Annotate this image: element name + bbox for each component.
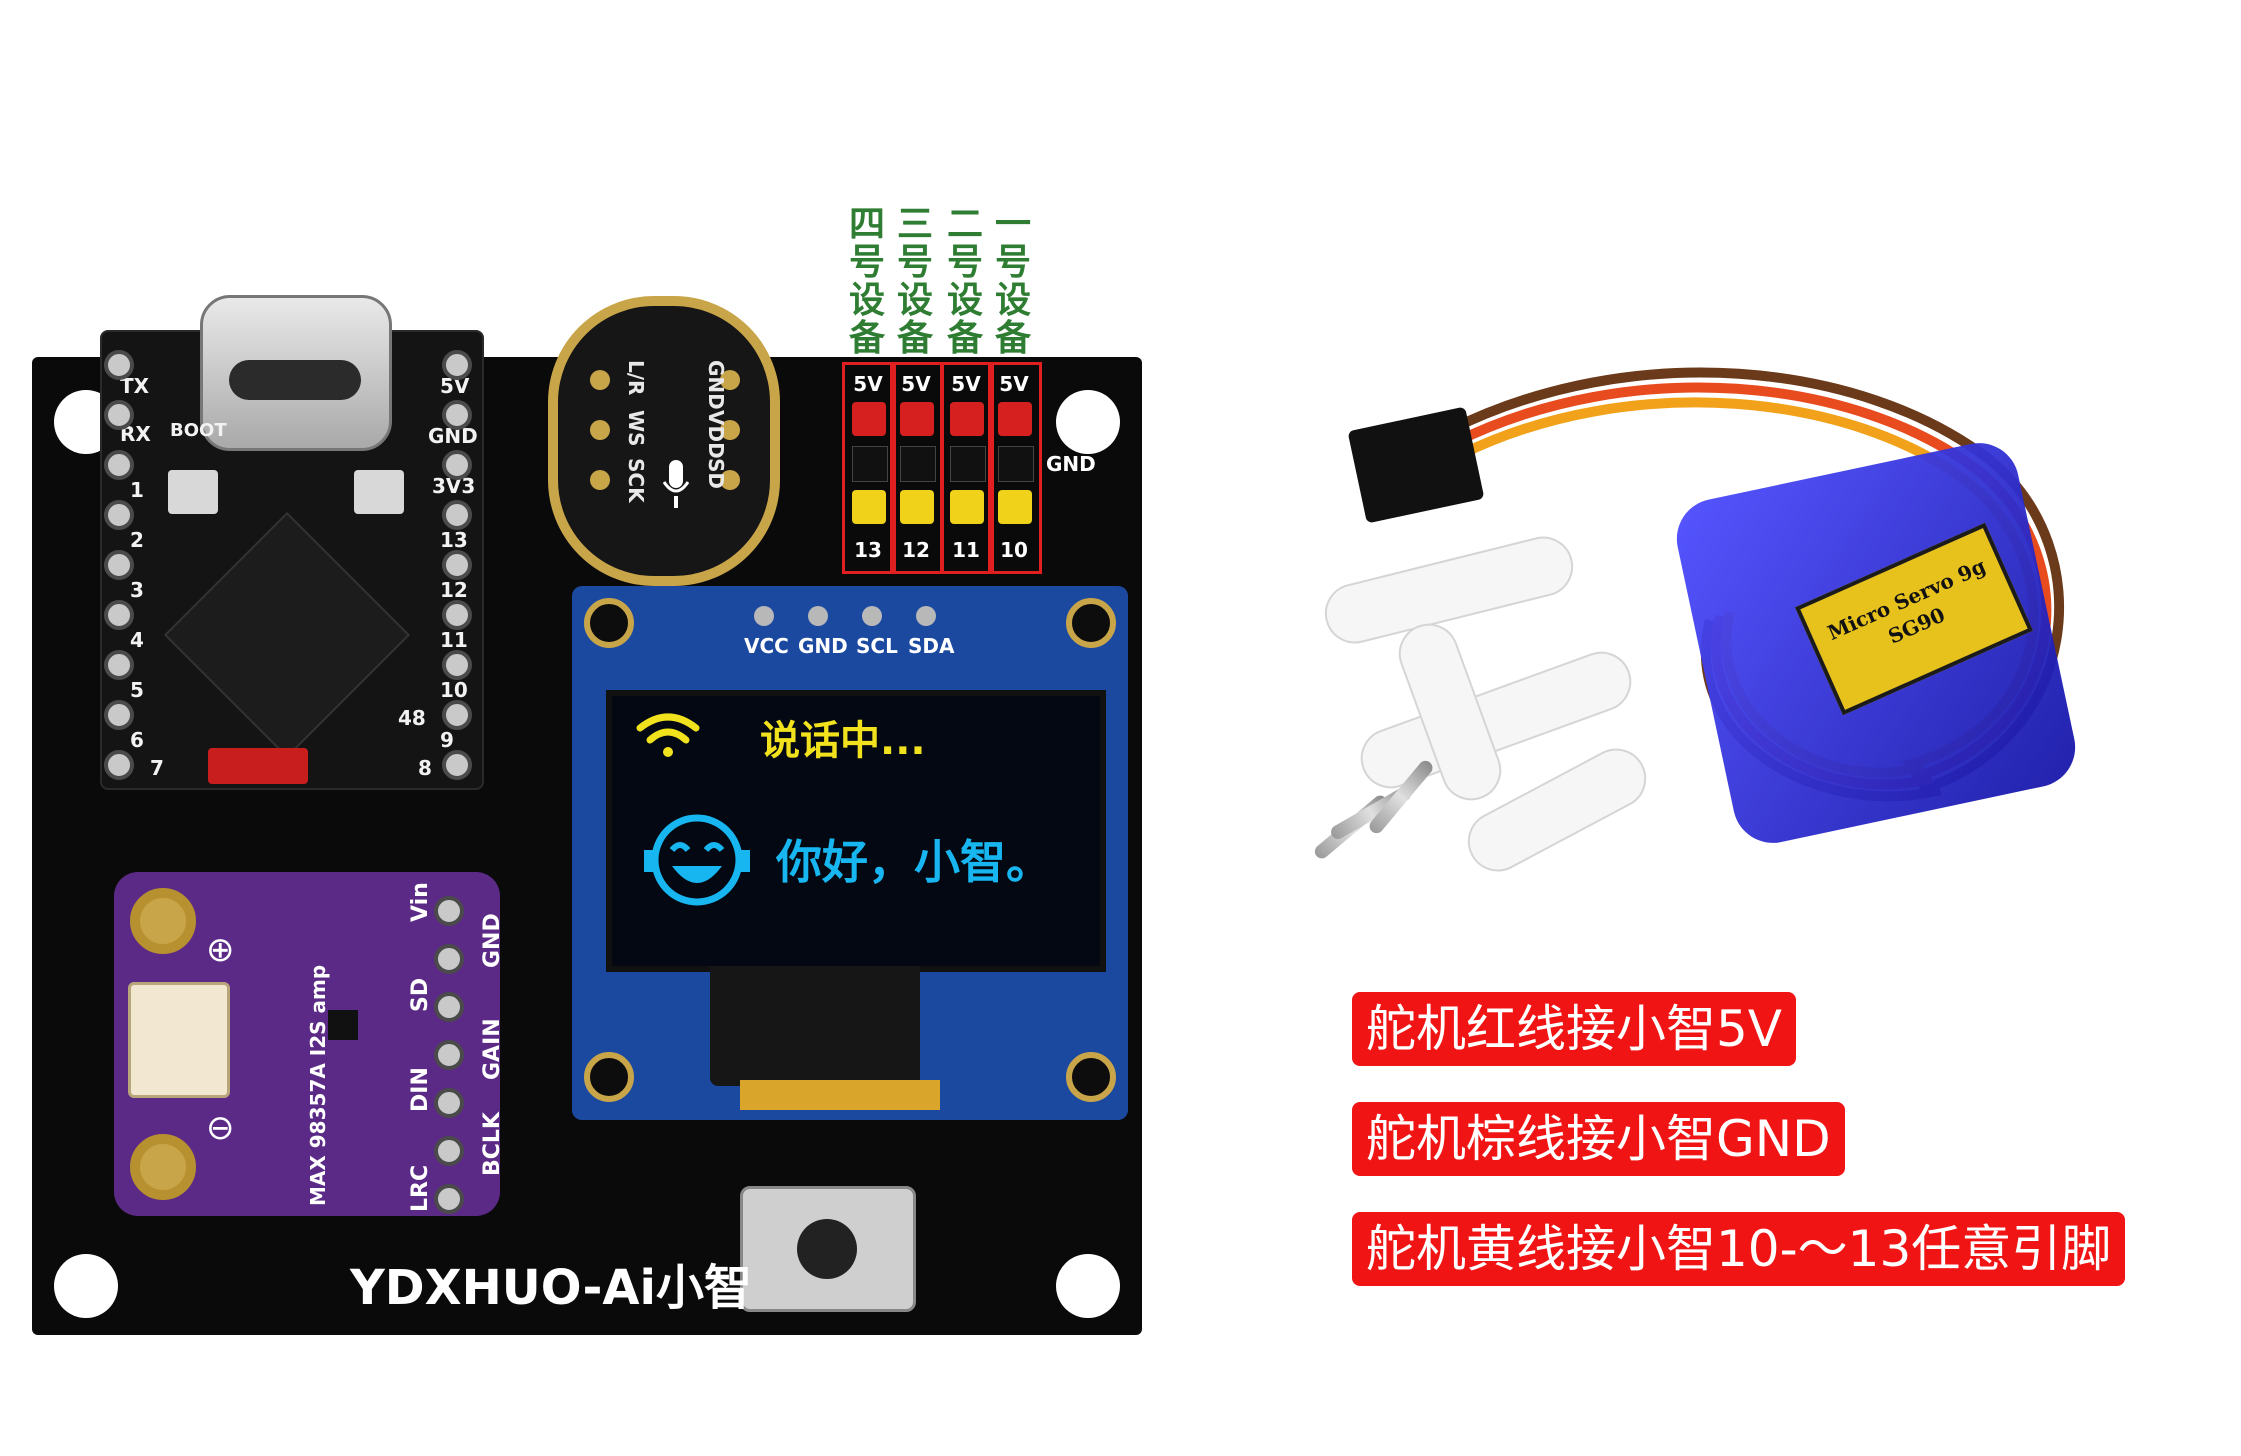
amp-pin-label: Vin: [408, 882, 433, 922]
amp-chip: [328, 1010, 358, 1040]
smiley-icon: [644, 814, 750, 906]
header-column-13: [842, 362, 896, 574]
pin-label: 10: [440, 678, 468, 702]
mount-hole: [54, 1254, 118, 1318]
boot-label: BOOT: [170, 420, 227, 441]
minus-label: ⊖: [206, 1108, 235, 1148]
header-column-10: [988, 362, 1042, 574]
mic-pin-label: SCK: [624, 458, 648, 503]
reset-button[interactable]: [354, 470, 404, 514]
mic-pin-label: VDD: [704, 410, 728, 459]
oled-flex-cable: [710, 966, 920, 1086]
header-5v-label: 5V: [853, 372, 883, 396]
header-pin-number: 13: [854, 538, 882, 562]
mic-pin-label: SD: [704, 458, 728, 490]
oled-pin-label: SCL: [856, 634, 898, 658]
oled-message-text: 你好，小智。: [776, 835, 1052, 889]
pin-label: 7: [150, 756, 164, 780]
pin-label: 9: [440, 728, 454, 752]
oled-screen: [606, 690, 1106, 972]
mic-pin-label: WS: [624, 410, 648, 447]
pin-label: 11: [440, 628, 468, 652]
pin-label: 5: [130, 678, 144, 702]
amp-pin-label: BCLK: [480, 1112, 505, 1176]
header-pin-number: 11: [952, 538, 980, 562]
header-pin-number: 10: [1000, 538, 1028, 562]
device-label-4: 四号设备: [848, 204, 885, 359]
caption-yellow-wire: 舵机黄线接小智10-～13任意引脚: [1352, 1212, 2126, 1286]
pin-label: 4: [130, 628, 144, 652]
header-5v-label: 5V: [901, 372, 931, 396]
usb-c-port: [200, 295, 392, 451]
oled-status-text: 说话中...: [760, 718, 926, 764]
boot-button[interactable]: [168, 470, 218, 514]
wifi-icon: [636, 713, 700, 757]
amp-pin-label: SD: [408, 977, 433, 1012]
device-label-1: 一号设备: [994, 204, 1031, 359]
mount-hole: [1056, 1254, 1120, 1318]
board-brand-label: YDXHUO-Ai小智: [350, 1260, 752, 1316]
tactile-button[interactable]: [740, 1186, 916, 1312]
amp-pin-label: LRC: [408, 1164, 433, 1212]
mic-icon: [662, 460, 690, 508]
mic-pin-label: L/R: [624, 360, 648, 396]
amp-pin-label: DIN: [408, 1067, 433, 1112]
device-label-2: 二号设备: [946, 204, 983, 359]
mic-pin-label: GND: [704, 360, 728, 410]
device-label-3: 三号设备: [896, 204, 933, 359]
microphone-module: [548, 296, 780, 586]
pin-label: 12: [440, 578, 468, 602]
oled-pin-label: GND: [798, 634, 848, 658]
oled-pin-label: SDA: [908, 634, 955, 658]
plus-label: ⊕: [206, 930, 235, 970]
amp-pin-label: GND: [480, 913, 505, 968]
header-gnd-label: GND: [1046, 452, 1096, 476]
pin-label: 8: [418, 756, 432, 780]
caption-red-wire: 舵机红线接小智5V: [1352, 992, 1797, 1066]
pin-label: 2: [130, 528, 144, 552]
header-5v-label: 5V: [999, 372, 1029, 396]
amp-model-label: MAX 98357A I2S amp: [306, 964, 330, 1206]
pin-label: 6: [130, 728, 144, 752]
header-pin-number: 12: [902, 538, 930, 562]
caption-brown-wire: 舵机棕线接小智GND: [1352, 1102, 1845, 1176]
pin-label: 13: [440, 528, 468, 552]
oled-pin-label: VCC: [744, 634, 789, 658]
rgb-pin-label: 48: [398, 706, 426, 730]
pin-label: 3: [130, 578, 144, 602]
amp-pin-label: GAIN: [480, 1018, 505, 1080]
pin-label: 1: [130, 478, 144, 502]
rgb-led: [208, 748, 308, 784]
speaker-connector: [128, 982, 230, 1098]
mount-hole: [1056, 390, 1120, 454]
header-5v-label: 5V: [951, 372, 981, 396]
header-column-11: [940, 362, 994, 574]
